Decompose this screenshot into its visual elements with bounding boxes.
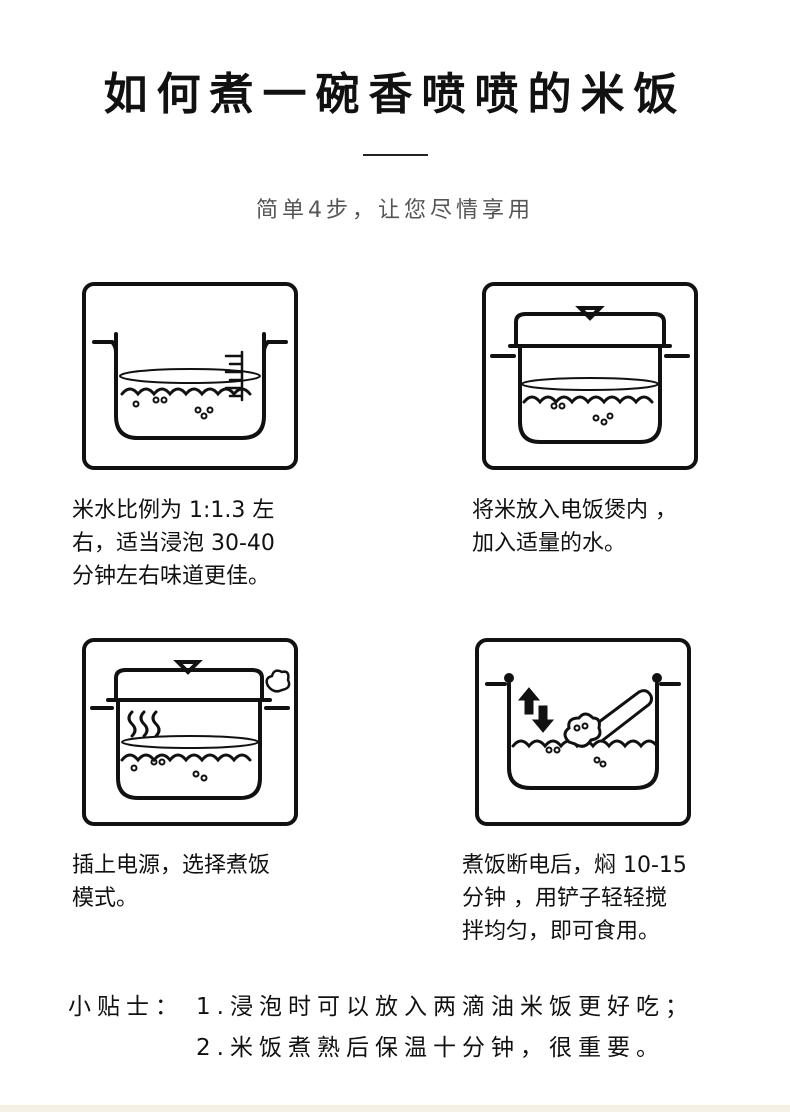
stir-rice-spatula-icon (485, 673, 681, 790)
cooking-pot-steam-icon (90, 660, 291, 800)
subtitle: 简单4步，让您尽情享用 (256, 198, 534, 223)
tip-item-1: 1.浸泡时可以放入两滴油米饭更好吃； (196, 994, 694, 1020)
title-divider (363, 154, 428, 156)
tips-label: 小贴士： (68, 994, 184, 1020)
page-title: 如何煮一碗香喷喷的米饭 (103, 69, 687, 120)
step-4-text: 煮饭断电后，焖 10-15 分钟 ，用铲子轻轻搅 拌均匀，即可食用。 (462, 853, 687, 944)
step-1-text: 米水比例为 1:1.3 左 右，适当浸泡 30-40 分钟左右味道更佳。 (72, 498, 275, 589)
step-3-text: 插上电源，选择煮饭 模式。 (72, 853, 271, 911)
step-2-illustration (482, 282, 698, 470)
tip-item-2: 2.米饭煮熟后保温十分钟，很重要。 (196, 1035, 665, 1061)
pot-water-measure-icon (92, 332, 288, 440)
step-3-illustration (82, 638, 298, 826)
step-1-illustration (82, 282, 298, 470)
step-4-illustration (475, 638, 691, 826)
footer-strip (0, 1105, 790, 1112)
step-2-text: 将米放入电饭煲内 ， 加入适量的水。 (472, 498, 677, 556)
covered-pot-icon (490, 306, 690, 444)
